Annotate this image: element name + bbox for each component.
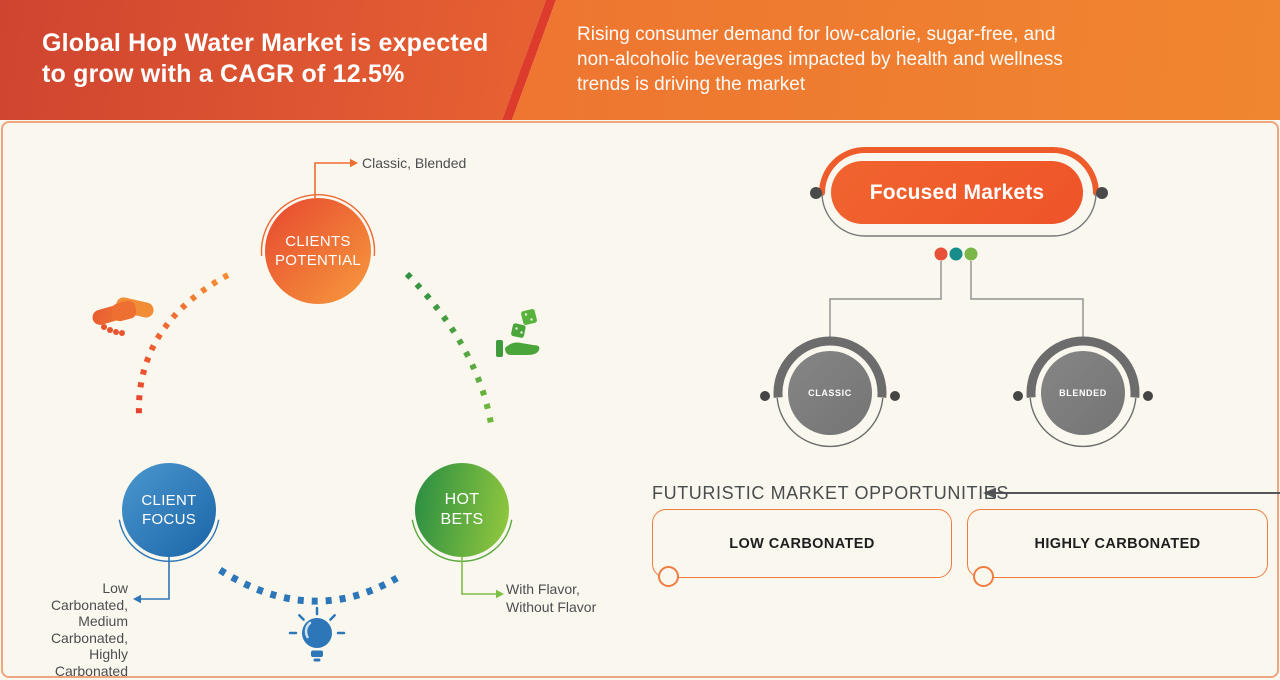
page-title: Global Hop Water Market is expected to g… [42, 29, 489, 88]
box-corner-circle-icon [973, 566, 994, 587]
header-left-gradient [0, 0, 546, 120]
callout-client-focus: Low Carbonated, Medium Carbonated, Highl… [50, 580, 128, 679]
header-banner: Global Hop Water Market is expected to g… [0, 0, 1280, 120]
box-corner-circle-icon [658, 566, 679, 587]
focused-markets-pill: Focused Markets [831, 161, 1083, 224]
header-right-panel [512, 0, 1280, 120]
node-client-focus: CLIENT FOCUS [122, 463, 216, 557]
page-subtitle: Rising consumer demand for low-calorie, … [577, 24, 1063, 95]
callout-clients-potential: Classic, Blended [362, 155, 467, 171]
node-hot-bets: HOT BETS [415, 463, 509, 557]
opportunity-box-low-carbonated: LOW CARBONATED [652, 509, 952, 578]
content-frame [1, 121, 1279, 678]
node-blended: BLENDED [1041, 351, 1125, 435]
node-clients-potential: CLIENTS POTENTIAL [265, 198, 371, 304]
callout-hot-bets: With Flavor, Without Flavor [506, 581, 597, 615]
opportunity-box-highly-carbonated: HIGHLY CARBONATED [967, 509, 1268, 578]
opportunities-heading: FUTURISTIC MARKET OPPORTUNITIES [652, 483, 1009, 503]
node-classic: CLASSIC [788, 351, 872, 435]
